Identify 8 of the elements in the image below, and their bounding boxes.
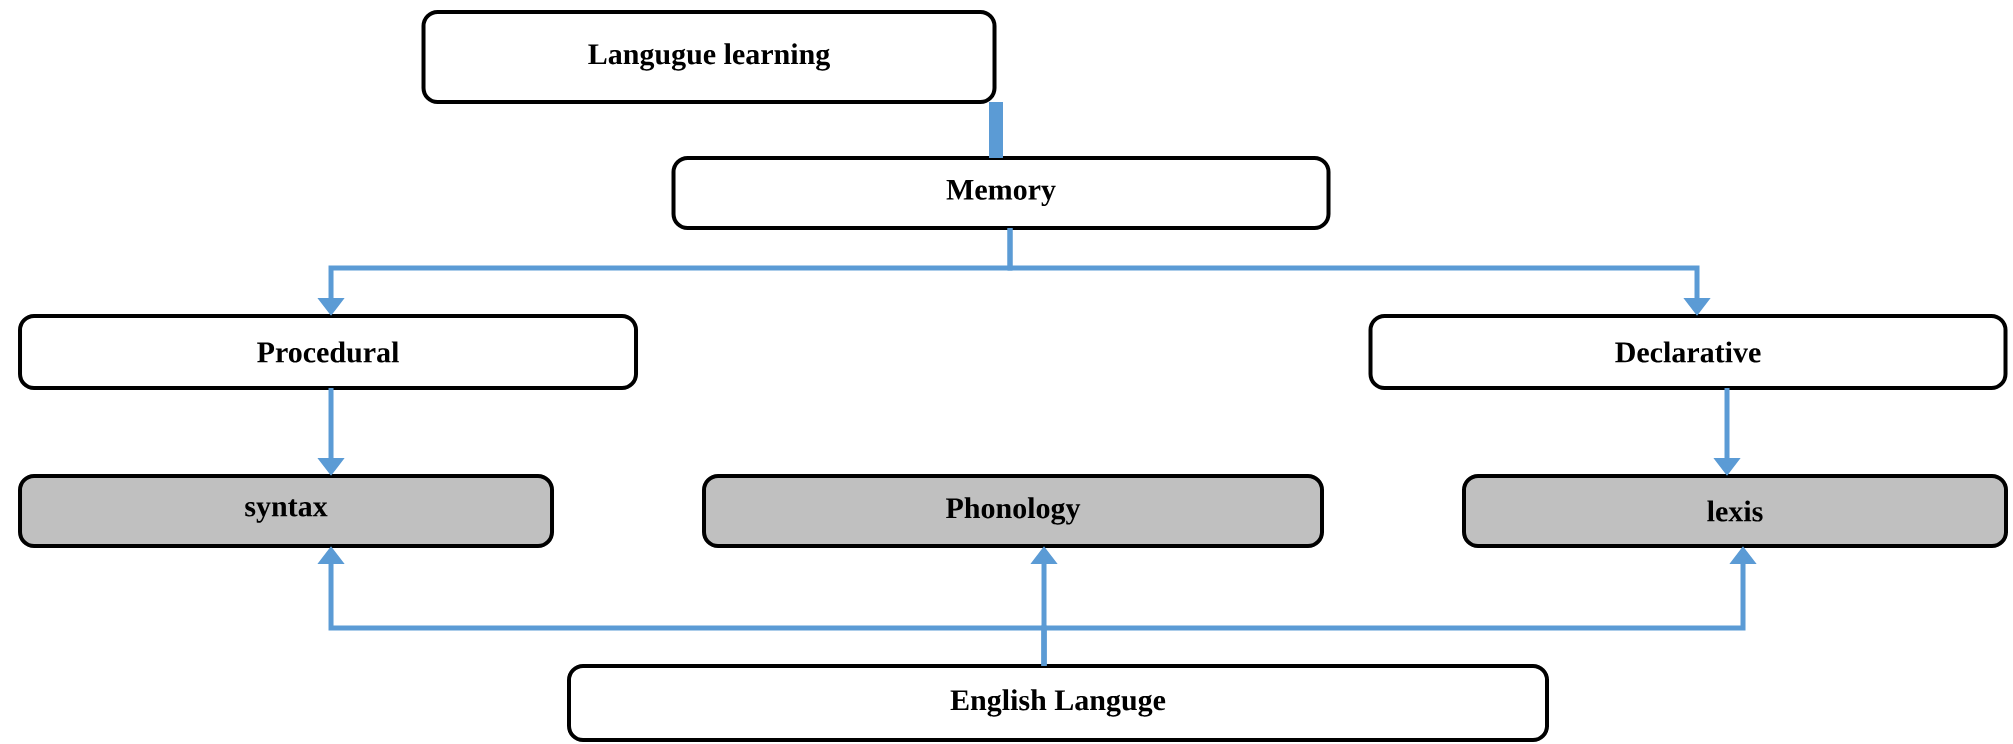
- category-box: syntax: [18, 474, 554, 548]
- concept-box: Declarative: [1368, 314, 2008, 390]
- concept-box: Langugue learning: [421, 10, 997, 104]
- concept-box: Procedural: [18, 314, 638, 390]
- category-box: lexis: [1462, 474, 2008, 548]
- category-box: Phonology: [702, 474, 1324, 548]
- concept-box: English Languge: [567, 664, 1549, 742]
- concept-box: Memory: [671, 156, 1331, 230]
